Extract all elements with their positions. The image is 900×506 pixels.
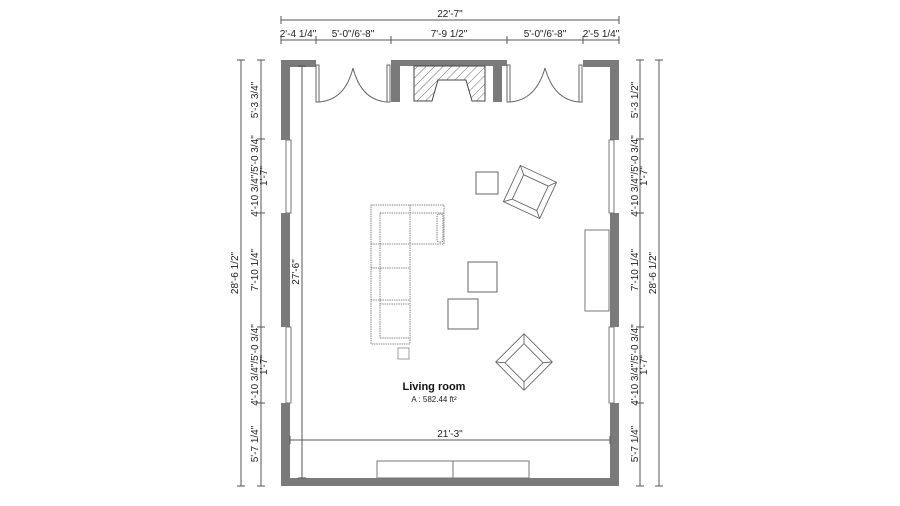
left-total-dimension: 28'-6 1/2" bbox=[230, 251, 241, 294]
interior-height-dimension: 27'-6" bbox=[291, 259, 302, 285]
interior-width-dimension: 21'-3" bbox=[437, 429, 463, 440]
right-dimension-seg-3: 7'-10 1/4" bbox=[630, 248, 641, 291]
doors bbox=[315, 64, 583, 103]
walls bbox=[281, 60, 619, 486]
interior-dimension-lines bbox=[289, 65, 611, 479]
window-left-upper bbox=[285, 139, 292, 214]
small-ottoman bbox=[397, 347, 410, 360]
top-dimension-seg-5: 2'-5 1/4" bbox=[583, 29, 620, 40]
bottom-cabinets bbox=[376, 460, 530, 479]
sectional-sofa bbox=[370, 204, 445, 345]
armchair-lower bbox=[495, 333, 553, 391]
left-dimension-seg-5: 5'-7 1/4" bbox=[250, 425, 261, 462]
room-name: Living room bbox=[403, 381, 466, 393]
top-total-dimension: 22'-7" bbox=[437, 9, 463, 20]
left-window-sub-1: 1'-7" bbox=[259, 166, 270, 186]
right-dimension-lines bbox=[636, 59, 663, 487]
left-dimension-seg-3: 7'-10 1/4" bbox=[250, 248, 261, 291]
coffee-table-lower bbox=[447, 298, 479, 330]
top-dimension-seg-3: 7'-9 1/2" bbox=[431, 29, 468, 40]
top-dimension-lines bbox=[280, 16, 620, 44]
right-window-sub-2: 1'-7" bbox=[639, 355, 650, 375]
right-total-dimension: 28'-6 1/2" bbox=[648, 251, 659, 294]
right-window-sub-1: 1'-7" bbox=[639, 166, 650, 186]
window-right-upper bbox=[608, 139, 615, 214]
fireplace bbox=[413, 65, 486, 102]
top-dimension-seg-4: 5'-0"/6'-8" bbox=[524, 29, 567, 40]
right-dimension-seg-2: 4'-10 3/4"/5'-0 3/4" bbox=[630, 135, 641, 217]
left-dimension-seg-4: 4'-10 3/4"/5'-0 3/4" bbox=[250, 324, 261, 406]
top-dimension-seg-1: 2'-4 1/4" bbox=[280, 29, 317, 40]
coffee-table-upper bbox=[467, 261, 498, 293]
right-dimension-seg-5: 5'-7 1/4" bbox=[630, 425, 641, 462]
top-dimension-seg-2: 5'-0"/6'-8" bbox=[332, 29, 375, 40]
right-dimension-seg-1: 5'-3 1/2" bbox=[630, 81, 641, 118]
window-left-lower bbox=[285, 326, 292, 404]
left-dimension-lines bbox=[237, 59, 265, 487]
left-dimension-seg-2: 4'-10 3/4"/5'-0 3/4" bbox=[250, 135, 261, 217]
window-right-lower bbox=[608, 326, 615, 404]
room-area: A : 582.44 ft² bbox=[411, 395, 457, 404]
right-dimension-seg-4: 4'-10 3/4"/5'-0 3/4" bbox=[630, 324, 641, 406]
left-dimension-seg-1: 5'-3 3/4" bbox=[250, 81, 261, 118]
tv-console bbox=[584, 229, 610, 312]
windows bbox=[285, 139, 615, 404]
armchair-upper bbox=[502, 164, 558, 220]
side-table-top bbox=[475, 171, 499, 195]
left-window-sub-2: 1'-7" bbox=[259, 355, 270, 375]
